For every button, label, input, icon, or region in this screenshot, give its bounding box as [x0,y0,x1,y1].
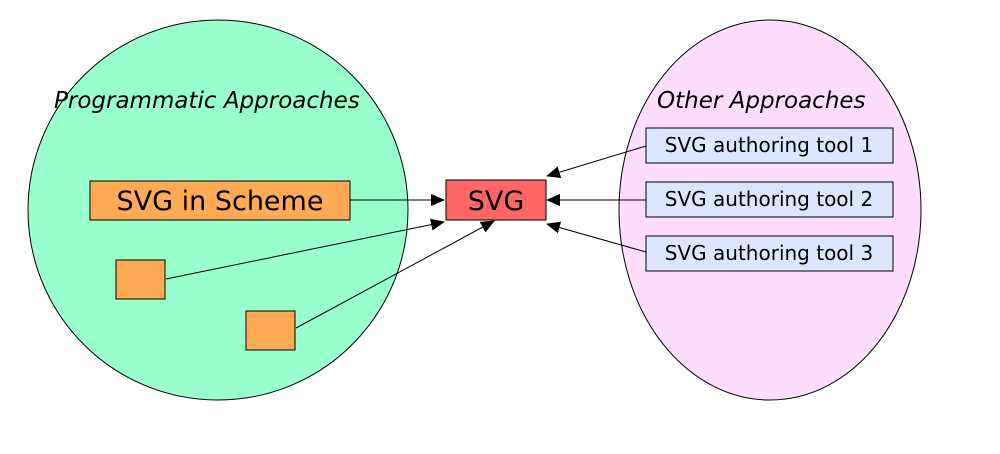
svg-in-scheme-label: SVG in Scheme [117,186,324,217]
svg-in-scheme-node[interactable]: SVG in Scheme [89,180,351,221]
authoring-tool-box-1[interactable] [645,127,894,164]
programmatic-approach-box-3[interactable] [245,310,296,351]
svg-box[interactable] [445,179,547,221]
connector-tool1-to-svg [546,145,647,178]
svg-in-scheme-box[interactable] [89,180,351,221]
programmatic-approach-box-2[interactable] [115,259,166,300]
authoring-tool-node-1[interactable]: SVG authoring tool 1 [645,127,894,164]
connector-box2-to-svg [165,218,445,280]
svg-node[interactable]: SVG [445,179,547,221]
authoring-tool-node-3[interactable]: SVG authoring tool 3 [645,235,894,272]
other-approaches-title: Other Approaches [657,88,866,114]
svg-label: SVG [468,186,525,217]
authoring-tool-label-1: SVG authoring tool 1 [665,133,873,157]
connectors [165,145,647,329]
authoring-tool-box-3[interactable] [645,235,894,272]
connector-box3-to-svg [295,220,495,329]
authoring-tool-label-2: SVG authoring tool 2 [665,187,873,211]
authoring-tool-node-2[interactable]: SVG authoring tool 2 [645,181,894,218]
authoring-tool-label-3: SVG authoring tool 3 [665,241,873,265]
authoring-tool-box-2[interactable] [645,181,894,218]
programmatic-approaches-title: Programmatic Approaches [54,88,360,114]
connector-tool3-to-svg [546,221,647,253]
